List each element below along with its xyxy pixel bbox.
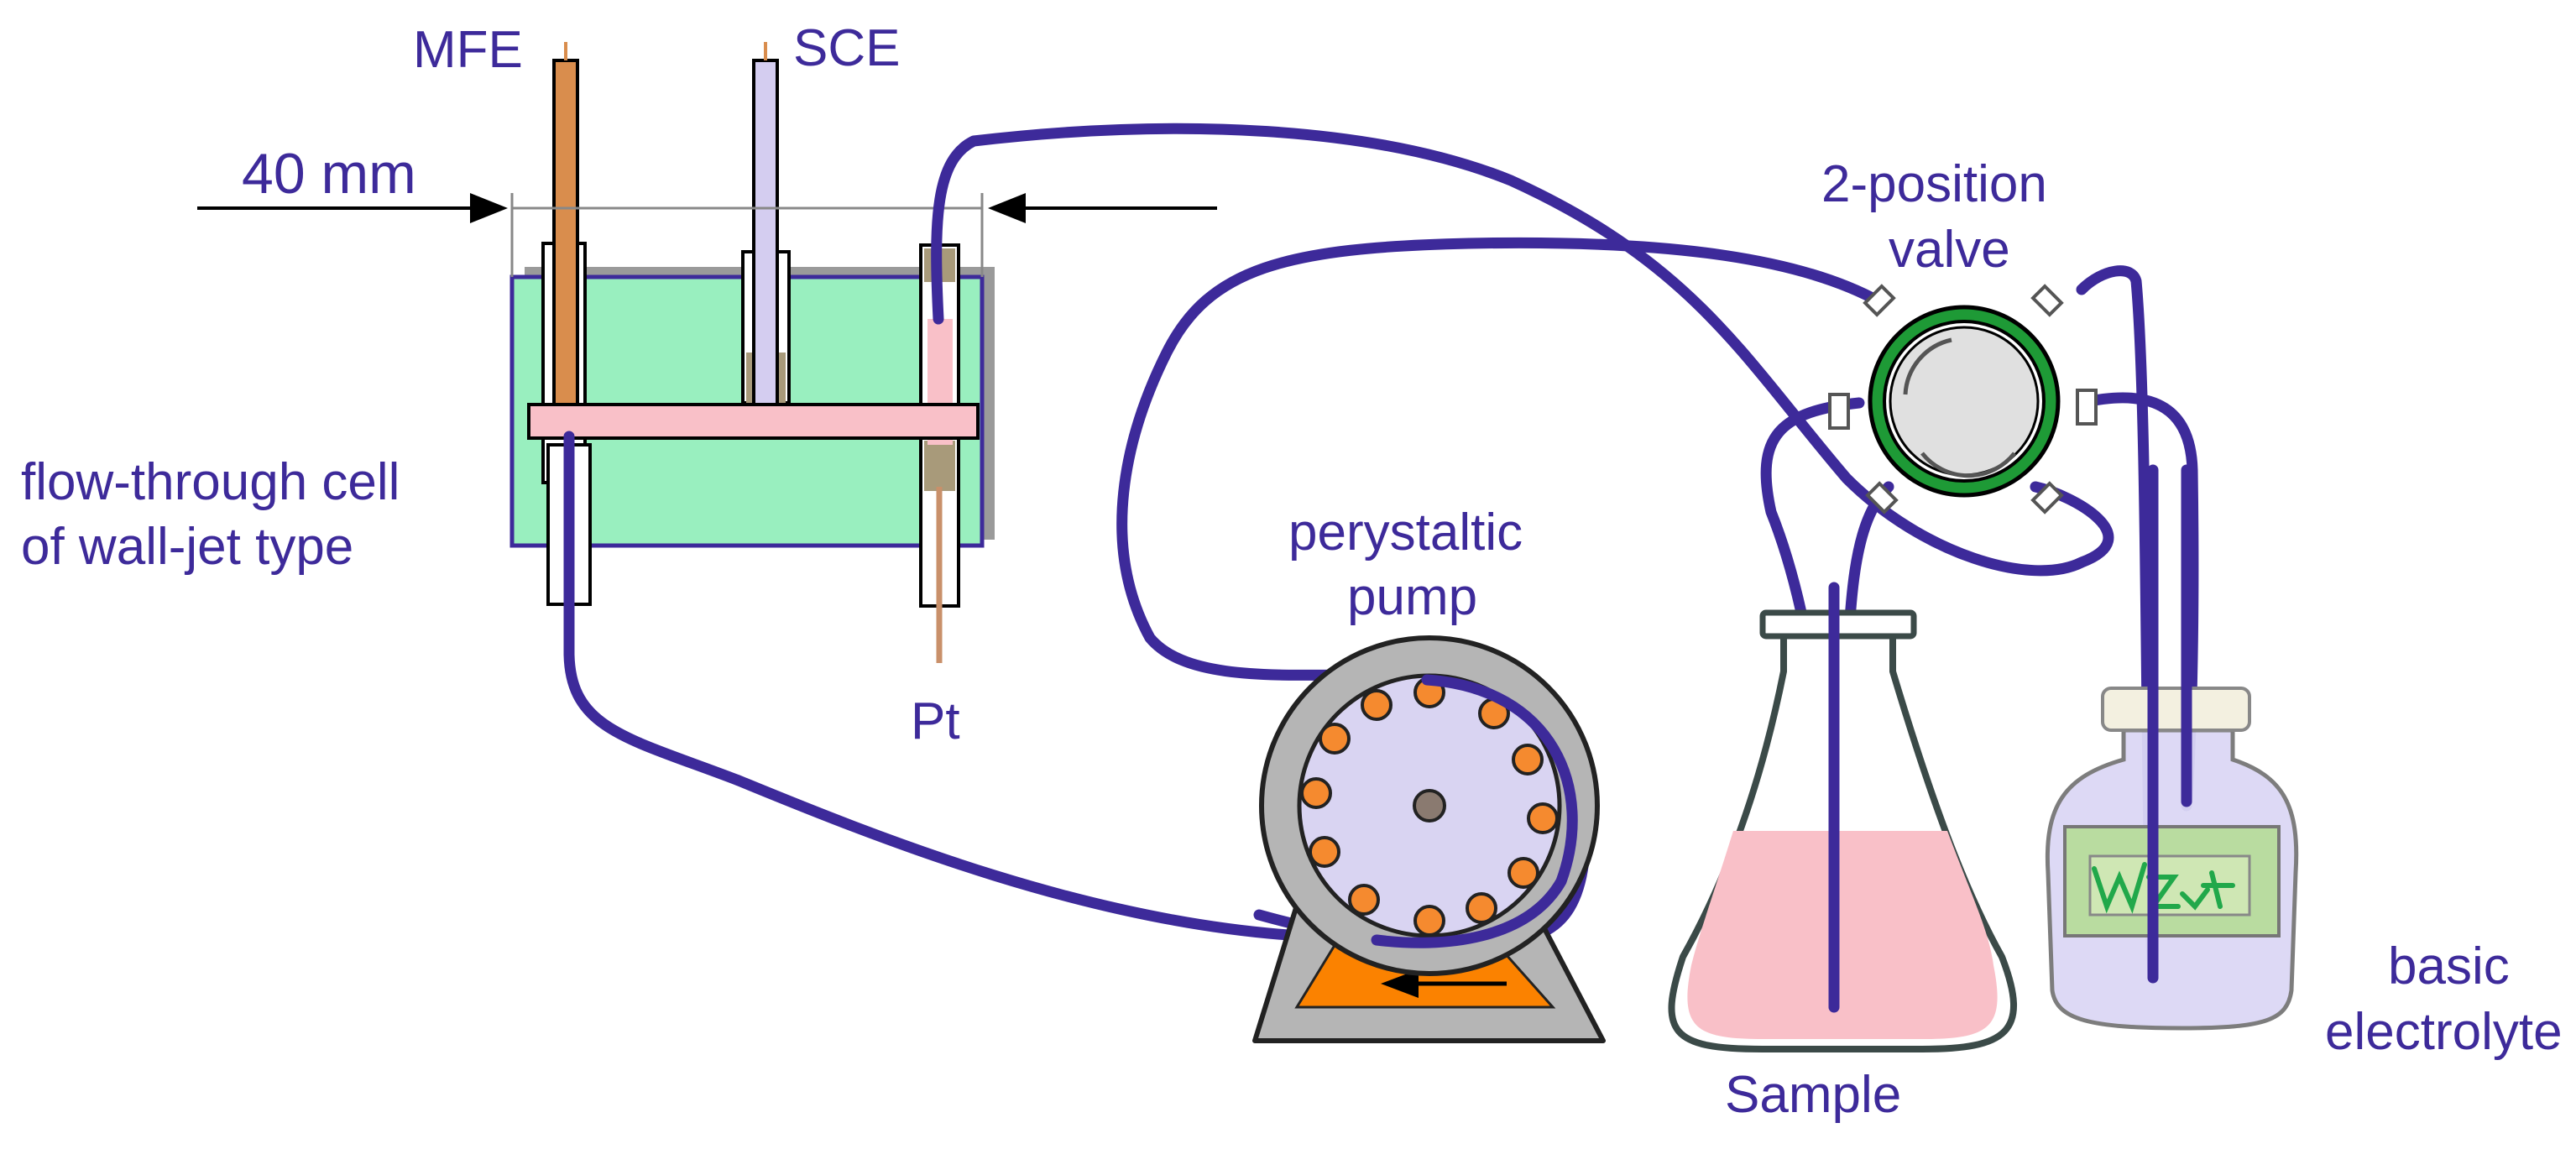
pump-rotor-hub <box>1413 789 1446 823</box>
label-electrolyte-2: electrolyte <box>2325 1003 2563 1061</box>
tube-pump-to-cell <box>563 431 1307 942</box>
peristaltic-pump-icon <box>1252 635 1606 1043</box>
valve-ports <box>1828 284 2098 514</box>
sce-electrode <box>752 59 779 415</box>
label-flow-cell-1: flow-through cell <box>21 453 400 511</box>
pump-tube-wrap <box>1371 674 1578 948</box>
labels: MFE SCE 40 mm flow-through cell of wall-… <box>21 19 2563 1124</box>
label-flow-cell-2: of wall-jet type <box>21 518 353 576</box>
label-pt: Pt <box>911 692 960 750</box>
pt-sleeve-bottom <box>924 441 955 491</box>
label-valve-1: 2-position <box>1821 155 2047 213</box>
label-mfe: MFE <box>413 21 523 79</box>
label-dimension: 40 mm <box>242 142 416 206</box>
mfe-electrode <box>552 59 579 419</box>
label-pump-1: perystaltic <box>1288 504 1523 561</box>
bottle-cap <box>2101 687 2251 732</box>
label-sample: Sample <box>1725 1066 1901 1124</box>
reagent-bottle-icon <box>2045 464 2299 1031</box>
dimension-40mm <box>197 193 1217 277</box>
tube-cell-outlet-to-valve <box>931 123 2114 577</box>
flow-channel <box>527 403 980 440</box>
flow-cell <box>509 42 995 663</box>
label-pump-2: pump <box>1347 568 1477 626</box>
label-sce: SCE <box>793 19 900 77</box>
rotary-valve-icon <box>1828 284 2098 514</box>
sample-liquid <box>1687 831 1998 1039</box>
label-valve-2: valve <box>1889 221 2010 279</box>
label-electrolyte-1: basic <box>2388 937 2510 995</box>
erlenmeyer-flask-icon <box>1668 582 2017 1052</box>
valve-core <box>1889 326 2040 477</box>
bottle-logo <box>2092 862 2235 914</box>
